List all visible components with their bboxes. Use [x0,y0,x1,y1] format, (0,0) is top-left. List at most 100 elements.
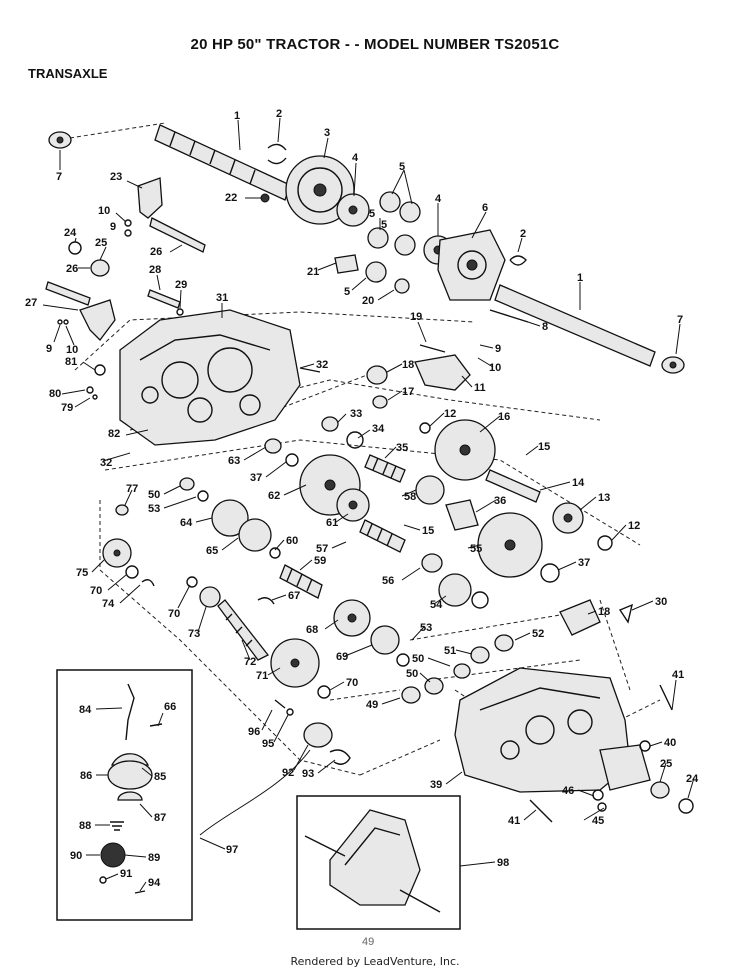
callout: 66 [164,701,176,713]
callout: 7 [56,171,62,183]
callout: 11 [474,382,486,394]
callout: 19 [410,311,422,323]
callout: 56 [382,575,394,587]
transaxle-assembly-illustration [304,809,441,913]
callout: 67 [288,590,300,602]
callout: 41 [672,669,684,681]
callout: 20 [362,295,374,307]
callout: 6 [482,202,488,214]
callout: 41 [508,815,520,827]
callout: 13 [598,492,610,504]
callout: 37 [578,557,590,569]
callout: 46 [562,785,574,797]
callout: 45 [592,815,604,827]
callout: 4 [435,193,442,205]
callout: 40 [664,737,676,749]
callout: 79 [61,402,73,414]
callout: 81 [65,356,77,368]
callout: 12 [444,408,456,420]
callout: 62 [268,490,280,502]
shift-linkage-parts [45,177,206,341]
callout: 33 [350,408,362,420]
callout: 9 [495,343,501,355]
callout: 65 [206,545,218,557]
callout: 49 [366,699,378,711]
callout: 50 [148,489,160,501]
callout: 12 [628,520,640,532]
callout: 89 [148,852,160,864]
assembly-dashed-lines [69,122,661,776]
callout: 85 [154,771,166,783]
callout: 90 [70,850,82,862]
callout: 9 [110,221,116,233]
callout: 26 [66,263,78,275]
callout: 24 [64,227,77,239]
transaxle-assembly-inset-box [296,795,461,930]
callout: 70 [168,608,180,620]
callout: 70 [346,677,358,689]
callout: 84 [79,704,92,716]
callout: 71 [256,670,268,682]
callout: 37 [250,472,262,484]
callout: 36 [494,495,506,507]
callout: 93 [302,768,314,780]
callout: 5 [381,219,387,231]
shift-cable-parts [199,699,351,836]
callout: 10 [98,205,110,217]
callout: 59 [314,555,326,567]
callout: 82 [108,428,120,440]
callout: 5 [369,208,375,220]
callout: 54 [430,599,443,611]
callout: 91 [120,868,132,880]
callout: 9 [46,343,52,355]
callout: 25 [95,237,107,249]
callout: 14 [572,477,585,489]
callout: 5 [344,286,350,298]
callout: 57 [316,543,328,555]
callout: 32 [316,359,328,371]
callout: 92 [282,767,294,779]
callout: 51 [444,645,456,657]
callout: 17 [402,386,414,398]
shift-lever-inset-parts [99,683,163,894]
callout: 69 [336,651,348,663]
callout: 34 [372,423,385,435]
callout: 29 [175,279,187,291]
callout: 75 [76,567,88,579]
callout: 7 [677,314,683,326]
callout: 50 [412,653,424,665]
callout: 3 [324,127,330,139]
callout: 87 [154,812,166,824]
callout-labels: 1 2 3 4 5 4 5 5 6 2 1 7 7 23 22 10 9 24 … [25,108,699,889]
shift-lever-inset-box [56,669,193,921]
callout: 60 [286,535,298,547]
callout: 31 [216,292,228,304]
input-shaft-assembly [48,124,685,374]
callout: 95 [262,738,274,750]
callout: 88 [79,820,91,832]
footer-credit: Rendered by LeadVenture, Inc. [290,955,460,968]
callout: 21 [307,266,319,278]
callout: 35 [396,442,408,454]
callout: 15 [422,525,434,537]
callout: 70 [90,585,102,597]
callout: 16 [498,411,510,423]
callout: 53 [148,503,160,515]
callout-leaders [42,117,695,892]
callout: 28 [149,264,161,276]
callout: 97 [226,844,238,856]
callout: 24 [686,773,699,785]
page-title: 20 HP 50" TRACTOR - - MODEL NUMBER TS205… [190,36,560,53]
callout: 27 [25,297,37,309]
callout: 80 [49,388,61,400]
callout: 64 [180,517,193,529]
callout: 98 [497,857,509,869]
callout: 5 [399,161,405,173]
callout: 26 [150,246,162,258]
callout: 25 [660,758,672,770]
callout: 73 [188,628,200,640]
callout: 8 [542,321,548,333]
callout: 50 [406,668,418,680]
page-number: 49 [362,936,375,948]
